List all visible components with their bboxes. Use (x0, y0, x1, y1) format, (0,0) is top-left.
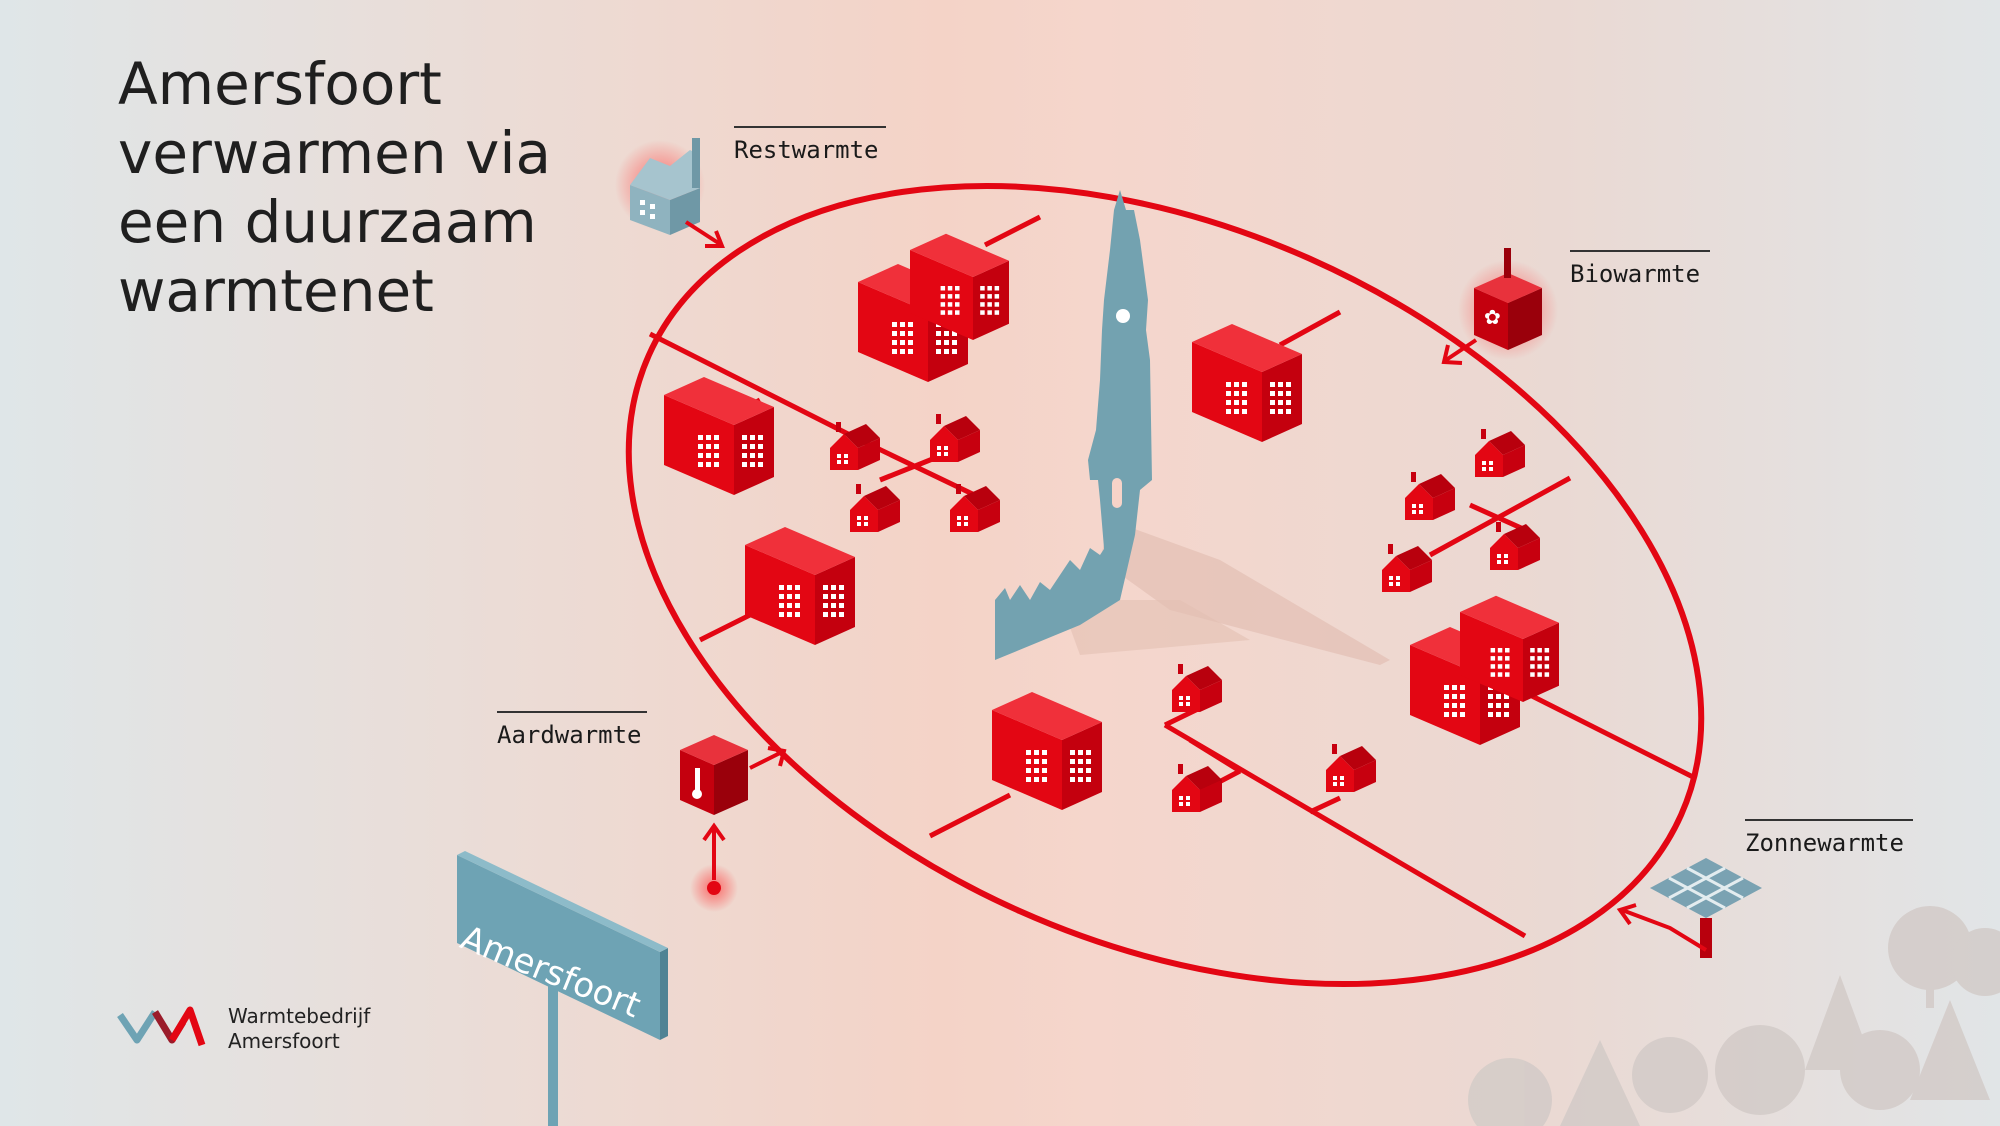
label-restwarmte: Restwarmte (734, 126, 886, 164)
aardwarmte-arrows (702, 746, 787, 880)
warmtebedrijf-logo-icon (117, 1006, 206, 1047)
title-line-1: Amersfoort (118, 50, 442, 118)
zonnewarmte-arrow (1616, 903, 1708, 952)
label-biowarmte: Biowarmte (1570, 250, 1710, 288)
brand-line-2: Amersfoort (228, 1029, 340, 1053)
title-line-2: verwarmen via (118, 119, 552, 187)
road-sign (457, 851, 668, 1126)
geothermal-icon (680, 735, 748, 912)
brand-name: Warmtebedrijf Amersfoort (228, 1004, 370, 1054)
factory-icon (615, 138, 705, 235)
biomass-plant-icon: ✿ (1458, 248, 1558, 360)
title-line-3: een duurzaam (118, 188, 537, 256)
svg-text:✿: ✿ (1484, 305, 1501, 329)
biowarmte-arrow (1441, 338, 1478, 365)
restwarmte-arrow (684, 220, 725, 248)
tower-shadow (1100, 520, 1390, 665)
distribution-pipes (648, 214, 1697, 939)
dom-tower (995, 190, 1152, 660)
heat-network-ring (625, 183, 1705, 987)
tree-silhouettes (1468, 906, 2000, 1126)
label-zonnewarmte: Zonnewarmte (1745, 819, 1913, 857)
solar-panel-icon (1650, 858, 1762, 958)
title-line-4: warmtenet (118, 257, 434, 325)
label-aardwarmte: Aardwarmte (497, 711, 647, 749)
brand-line-1: Warmtebedrijf (228, 1004, 371, 1028)
page-title: Amersfoort verwarmen via een duurzaam wa… (118, 50, 678, 326)
